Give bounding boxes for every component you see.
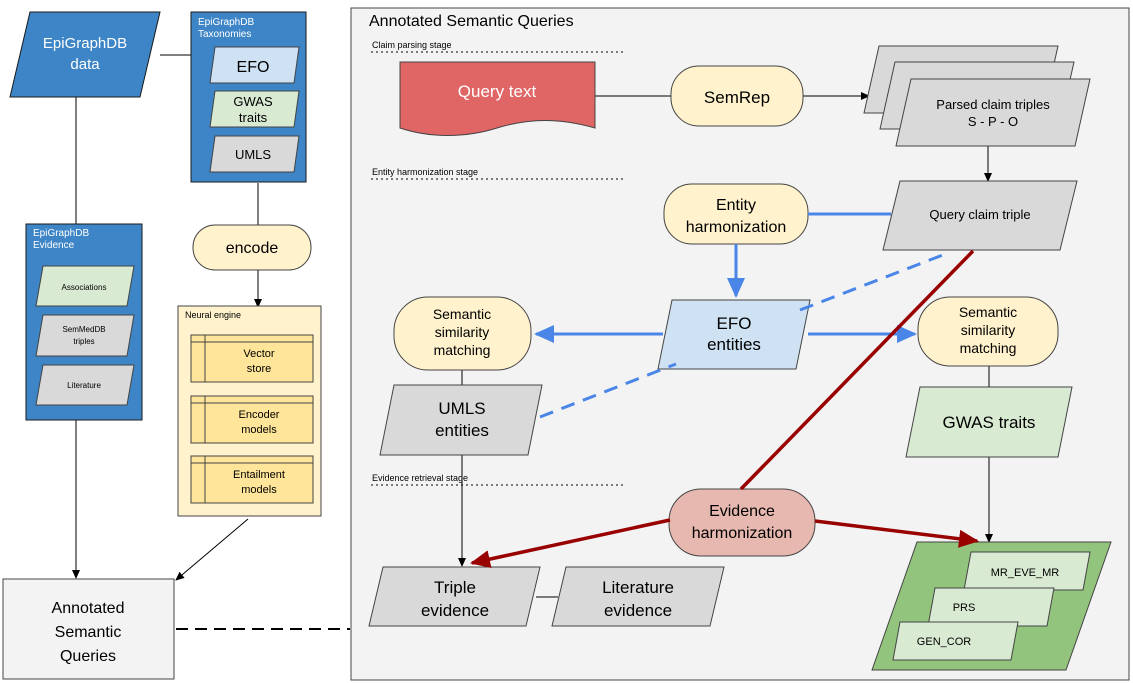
stage-entity-label: Entity harmonization stage xyxy=(372,167,478,177)
svg-text:models: models xyxy=(241,484,277,496)
entailment-models-node: Entailment models xyxy=(190,455,314,504)
svg-text:Literature: Literature xyxy=(602,578,674,597)
neural-engine-title: Neural engine xyxy=(185,310,241,320)
semmeddb-node xyxy=(35,314,135,357)
gwas-traits-main-node: GWAS traits xyxy=(905,386,1073,458)
entity-harmonization-node: Entity harmonization xyxy=(663,183,809,245)
mr-eve-mr-node xyxy=(963,551,1091,591)
svg-text:Evidence: Evidence xyxy=(709,503,775,520)
semrep-label: SemRep xyxy=(704,88,770,107)
semantic-similarity-left-node: Semantic similarity matching xyxy=(393,296,532,371)
svg-text:Semantic: Semantic xyxy=(959,304,1017,320)
svg-text:UMLS: UMLS xyxy=(438,399,485,418)
svg-text:Entity: Entity xyxy=(716,197,756,214)
triple-evidence-node: Triple evidence xyxy=(368,566,541,627)
svg-text:models: models xyxy=(241,424,277,436)
evidence-flows xyxy=(470,249,979,568)
svg-text:evidence: evidence xyxy=(604,601,672,620)
svg-text:Queries: Queries xyxy=(60,648,116,665)
gen-cor-label: GEN_COR xyxy=(917,636,971,648)
umls-label: UMLS xyxy=(235,147,271,162)
svg-text:store: store xyxy=(247,363,271,375)
main-title: Annotated Semantic Queries xyxy=(369,13,574,30)
svg-text:Entailment: Entailment xyxy=(233,469,285,481)
semantic-similarity-right-node: Semantic similarity matching xyxy=(917,296,1059,367)
epigraphdb-data-line1: EpiGraphDB xyxy=(43,35,127,52)
taxonomies-title-line2: Taxonomies xyxy=(198,29,251,40)
parsed-claims-line1: Parsed claim triples xyxy=(936,97,1050,112)
svg-text:harmonization: harmonization xyxy=(692,525,793,542)
taxonomies-title-line1: EpiGraphDB xyxy=(198,17,254,28)
gwas-traits-node xyxy=(209,90,300,128)
svg-text:evidence: evidence xyxy=(421,601,489,620)
svg-text:harmonization: harmonization xyxy=(686,219,787,236)
svg-text:matching: matching xyxy=(434,342,491,358)
semmeddb-label-line1: SemMedDB xyxy=(62,325,105,334)
svg-text:similarity: similarity xyxy=(961,322,1015,338)
encode-label: encode xyxy=(226,240,279,257)
evidence-container: EpiGraphDB Evidence Associations SemMedD… xyxy=(25,223,143,421)
associations-label: Associations xyxy=(62,283,107,292)
efo-entities-node: EFO entities xyxy=(657,299,811,370)
neural-engine-container: Neural engine Vector store Encoder model… xyxy=(177,305,322,517)
entity-flows xyxy=(534,212,949,419)
taxonomies-container: EpiGraphDB Taxonomies EFO GWAS traits UM… xyxy=(190,11,307,183)
evidence-harmonization-node: Evidence harmonization xyxy=(668,488,816,557)
left-connectors xyxy=(72,54,350,630)
epigraphdb-data-node: EpiGraphDB data xyxy=(9,11,161,98)
query-claim-triple-label: Query claim triple xyxy=(929,207,1030,222)
query-claim-triple-node: Query claim triple xyxy=(882,180,1078,251)
svg-text:similarity: similarity xyxy=(435,324,489,340)
literature-node xyxy=(35,364,135,406)
umls-entities-node: UMLS entities xyxy=(379,384,543,456)
asq-output-node: Annotated Semantic Queries xyxy=(2,578,175,680)
evidence-title-line1: EpiGraphDB xyxy=(33,228,89,239)
parsed-claims-line2: S - P - O xyxy=(968,114,1018,129)
svg-text:Semantic: Semantic xyxy=(433,306,491,322)
semrep-node: SemRep xyxy=(670,65,804,127)
svg-text:Annotated: Annotated xyxy=(52,600,125,617)
semmeddb-label-line2: triples xyxy=(73,337,94,346)
vector-store-node: Vector store xyxy=(190,334,314,383)
parsed-claim-triples-node: Parsed claim triples S - P - O xyxy=(863,45,1091,147)
encode-node: encode xyxy=(192,224,312,271)
literature-label: Literature xyxy=(67,381,101,390)
query-text-node: Query text xyxy=(399,61,596,136)
svg-text:Semantic: Semantic xyxy=(55,624,122,641)
main-connectors xyxy=(458,92,993,598)
svg-text:EFO: EFO xyxy=(717,314,752,333)
umls-node xyxy=(209,135,300,173)
efo-node xyxy=(209,46,300,84)
svg-text:matching: matching xyxy=(960,340,1017,356)
svg-text:Vector: Vector xyxy=(243,348,275,360)
svg-text:entities: entities xyxy=(435,421,489,440)
evidence-title-line2: Evidence xyxy=(33,240,75,251)
prs-label: PRS xyxy=(953,602,976,614)
stage-evidence-label: Evidence retrieval stage xyxy=(372,473,468,483)
svg-text:entities: entities xyxy=(707,335,761,354)
prs-node xyxy=(927,587,1055,627)
svg-text:Encoder: Encoder xyxy=(239,409,280,421)
gwas-evidence-container: MR_EVE_MR PRS GEN_COR xyxy=(871,541,1112,671)
encoder-models-node: Encoder models xyxy=(190,395,314,444)
gen-cor-node xyxy=(892,621,1019,661)
svg-text:Triple: Triple xyxy=(434,578,476,597)
efo-label: EFO xyxy=(237,59,270,76)
gwas-label-line1: GWAS xyxy=(233,94,273,109)
gwas-traits-main-label: GWAS traits xyxy=(943,413,1036,432)
stage-claim-label: Claim parsing stage xyxy=(372,40,452,50)
associations-node xyxy=(35,265,135,307)
literature-evidence-node: Literature evidence xyxy=(551,566,725,627)
gwas-label-line2: traits xyxy=(239,110,268,125)
query-text-label: Query text xyxy=(458,82,537,101)
mr-eve-mr-label: MR_EVE_MR xyxy=(991,567,1060,579)
epigraphdb-data-line2: data xyxy=(70,56,100,73)
